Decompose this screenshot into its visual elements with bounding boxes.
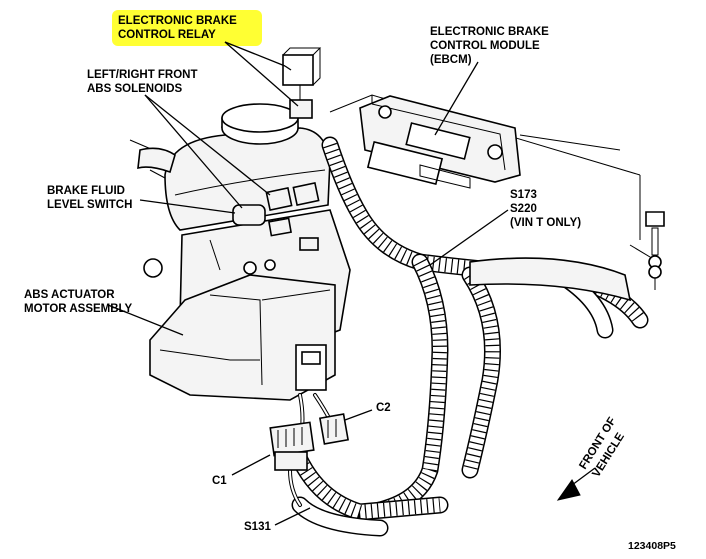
leader-lines	[107, 41, 509, 526]
ebcm-module	[359, 95, 521, 189]
fluid-switch-label-line1: BRAKE FLUID	[47, 185, 125, 197]
figure-id: 123408P5	[628, 540, 676, 552]
c2-connector	[318, 413, 350, 445]
splice-label-line1: S173	[510, 189, 537, 201]
ebcm-label-line3: (EBCM)	[430, 54, 472, 66]
abs-actuator	[143, 209, 351, 401]
brake-hose	[137, 147, 176, 174]
solenoids-label-line1: LEFT/RIGHT FRONT	[87, 69, 198, 81]
relay-label-line2: CONTROL RELAY	[118, 29, 216, 41]
relay-assembly	[282, 47, 322, 119]
solenoids-label-line2: ABS SOLENOIDS	[87, 83, 183, 95]
c2-label: C2	[376, 402, 391, 414]
ebcm-label-line1: ELECTRONIC BRAKE	[430, 26, 549, 38]
fluid-switch-label-line2: LEVEL SWITCH	[47, 199, 132, 211]
c1-label: C1	[212, 475, 227, 487]
front-of-vehicle-arrow	[556, 467, 596, 501]
ebcm-label-line2: CONTROL MODULE	[430, 40, 540, 52]
splice-label-line2: S220	[510, 203, 537, 215]
ground-strap	[469, 211, 665, 302]
splice-label-line3: (VIN T ONLY)	[510, 217, 581, 229]
actuator-label-line1: ABS ACTUATOR	[24, 289, 115, 301]
s131-label: S131	[244, 521, 271, 533]
solenoid-connectors	[232, 181, 320, 251]
c1-connector	[269, 421, 315, 471]
relay-label-highlight	[112, 10, 262, 46]
wiring-harness	[291, 136, 649, 537]
relay-label-line1: ELECTRONIC BRAKE	[118, 15, 237, 27]
actuator-label-line2: MOTOR ASSEMBLY	[24, 303, 133, 315]
